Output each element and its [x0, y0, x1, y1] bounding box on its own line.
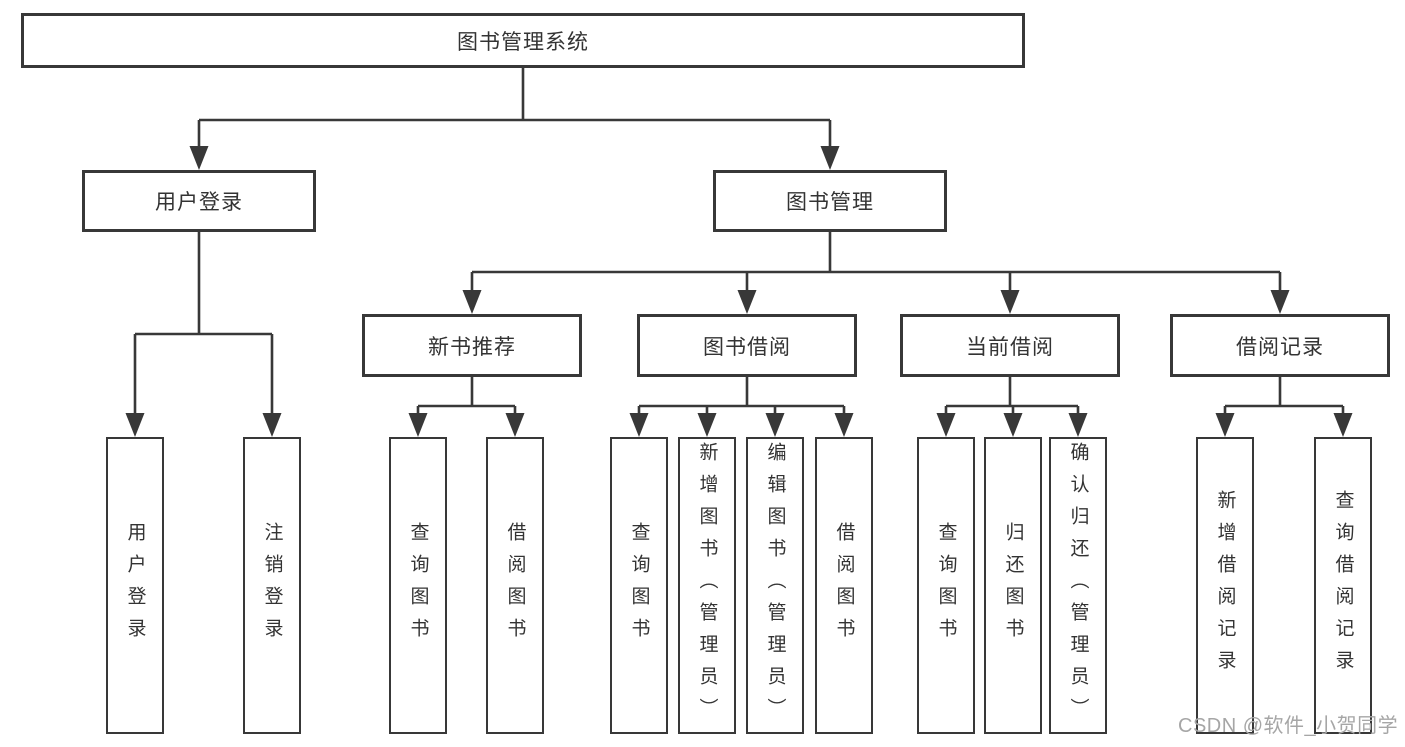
leaf-label: 借阅图书	[833, 521, 855, 650]
leaf-query-books-current: 查询图书	[917, 437, 975, 734]
node-book-management-branch: 图书管理	[713, 170, 947, 232]
leaf-user-login: 用户登录	[106, 437, 164, 734]
leaf-add-borrow-record: 新增借阅记录	[1196, 437, 1254, 734]
leaf-label: 归还图书	[1002, 521, 1024, 650]
leaf-edit-book-admin: 编辑图书（管理员）	[746, 437, 804, 734]
node-label: 图书管理	[786, 191, 874, 214]
node-current-borrowing: 当前借阅	[900, 314, 1120, 377]
node-borrowing-records: 借阅记录	[1170, 314, 1390, 377]
leaf-label: 注销登录	[261, 521, 283, 650]
leaf-label: 查询图书	[628, 521, 650, 650]
leaf-query-borrow-record: 查询借阅记录	[1314, 437, 1372, 734]
node-user-login-branch: 用户登录	[82, 170, 316, 232]
leaf-query-books-recommendation: 查询图书	[389, 437, 447, 734]
leaf-label: 查询借阅记录	[1332, 489, 1354, 682]
leaf-logout: 注销登录	[243, 437, 301, 734]
csdn-watermark: CSDN @软件_小贺同学	[1178, 715, 1399, 737]
leaf-label: 新增借阅记录	[1214, 489, 1236, 682]
node-label: 图书管理系统	[457, 30, 589, 54]
leaf-confirm-return-admin: 确认归还（管理员）	[1049, 437, 1107, 734]
leaf-return-book: 归还图书	[984, 437, 1042, 734]
node-label: 新书推荐	[428, 335, 516, 359]
arrowheads	[125, 146, 1353, 437]
node-new-book-recommendation: 新书推荐	[362, 314, 582, 377]
node-book-borrowing: 图书借阅	[637, 314, 857, 377]
leaf-borrow-books: 借阅图书	[815, 437, 873, 734]
leaf-label: 查询图书	[407, 521, 429, 650]
node-label: 用户登录	[155, 191, 243, 214]
leaf-label: 编辑图书（管理员）	[764, 441, 786, 730]
leaf-borrow-books-recommendation: 借阅图书	[486, 437, 544, 734]
node-label: 图书借阅	[703, 335, 791, 359]
leaf-label: 新增图书（管理员）	[696, 441, 718, 730]
leaf-query-books-borrowing: 查询图书	[610, 437, 668, 734]
leaf-label: 确认归还（管理员）	[1067, 441, 1089, 730]
node-label: 当前借阅	[966, 335, 1054, 359]
leaf-add-book-admin: 新增图书（管理员）	[678, 437, 736, 734]
leaf-label: 借阅图书	[504, 521, 526, 650]
node-library-management-system: 图书管理系统	[21, 13, 1025, 68]
leaf-label: 用户登录	[124, 521, 146, 650]
node-label: 借阅记录	[1236, 335, 1324, 359]
leaf-label: 查询图书	[935, 521, 957, 650]
